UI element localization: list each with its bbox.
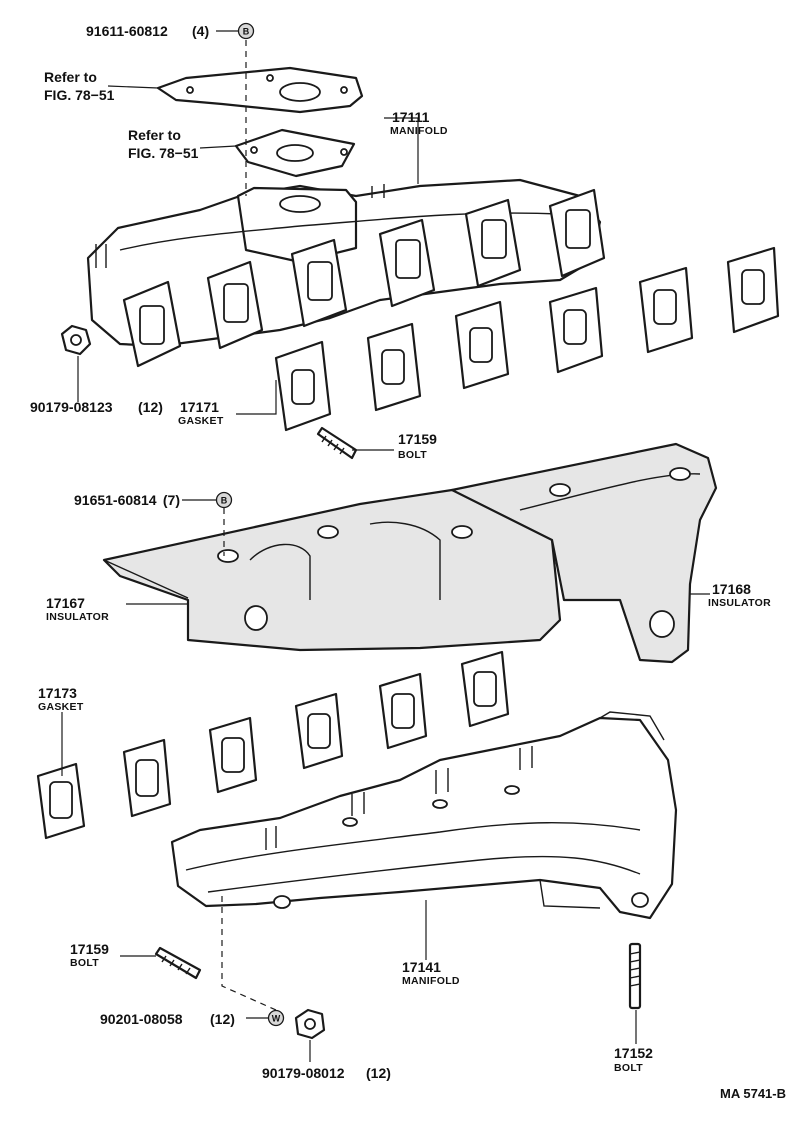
callout-stud-lower: 17159 BOLT xyxy=(70,941,109,969)
stud-bolt-upper xyxy=(316,426,358,460)
symbol-w-washer: W xyxy=(267,1009,285,1027)
svg-text:Refer to: Refer to xyxy=(128,127,181,143)
svg-text:W: W xyxy=(272,1014,281,1024)
heat-insulator-left xyxy=(102,488,562,652)
callout-gasket-exhaust: 17173 GASKET xyxy=(38,685,84,713)
svg-text:17159: 17159 xyxy=(70,941,109,957)
svg-text:B: B xyxy=(243,27,250,37)
svg-text:17152: 17152 xyxy=(614,1045,653,1061)
heat-insulator-right xyxy=(450,442,718,664)
intake-runner-flanges xyxy=(122,188,606,368)
svg-text:90201-08058: 90201-08058 xyxy=(100,1011,183,1027)
svg-text:91651-60814: 91651-60814 xyxy=(74,492,157,508)
svg-text:BOLT: BOLT xyxy=(398,449,427,461)
svg-text:BOLT: BOLT xyxy=(614,1062,643,1074)
svg-text:Refer to: Refer to xyxy=(44,69,97,85)
svg-text:FIG. 78−51: FIG. 78−51 xyxy=(128,145,199,161)
stud-bolt-exhaust xyxy=(628,942,642,1010)
svg-text:MANIFOLD: MANIFOLD xyxy=(390,125,448,137)
callout-nut-left: 90179-08123 (12) xyxy=(30,399,163,415)
callout-insulator-right: 17168 INSULATOR xyxy=(708,581,771,609)
callout-refer-1: Refer to FIG. 78−51 xyxy=(44,69,115,103)
svg-text:91611-60812: 91611-60812 xyxy=(86,23,168,39)
svg-text:17168: 17168 xyxy=(712,581,751,597)
symbol-b-top: B xyxy=(237,22,255,40)
figure-code: MA 5741-B xyxy=(720,1086,786,1101)
svg-text:GASKET: GASKET xyxy=(178,415,224,427)
svg-text:(12): (12) xyxy=(366,1065,391,1081)
callout-bolt-insulator: 91651-60814 (7) xyxy=(74,492,180,508)
svg-text:(12): (12) xyxy=(138,399,163,415)
callout-exhaust-manifold: 17141 MANIFOLD xyxy=(402,959,460,987)
callout-gasket-intake: 17171 GASKET xyxy=(178,399,224,427)
svg-text:17111: 17111 xyxy=(392,109,430,125)
flange-nut-left xyxy=(60,324,92,356)
callout-washer: 90201-08058 (12) xyxy=(100,1011,235,1027)
svg-text:17167: 17167 xyxy=(46,595,85,611)
svg-text:BOLT: BOLT xyxy=(70,957,99,969)
svg-text:(7): (7) xyxy=(163,492,180,508)
callout-intake-manifold: 17111 MANIFOLD xyxy=(390,109,448,137)
svg-text:B: B xyxy=(221,496,228,506)
exhaust-gaskets xyxy=(36,650,510,840)
svg-text:GASKET: GASKET xyxy=(38,701,84,713)
lower-flange-gasket xyxy=(234,128,356,178)
svg-text:90179-08012: 90179-08012 xyxy=(262,1065,345,1081)
svg-text:(4): (4) xyxy=(192,23,209,39)
flange-nut-bottom xyxy=(294,1008,326,1040)
stud-bolt-lower xyxy=(154,946,202,980)
svg-text:(12): (12) xyxy=(210,1011,235,1027)
exhaust-manifold xyxy=(170,711,678,920)
symbol-b-insulator: B xyxy=(215,491,233,509)
callout-refer-2: Refer to FIG. 78−51 xyxy=(128,127,199,161)
svg-text:90179-08123: 90179-08123 xyxy=(30,399,113,415)
callout-insulator-left: 17167 INSULATOR xyxy=(46,595,109,623)
svg-text:17171: 17171 xyxy=(180,399,219,415)
leader-lines xyxy=(61,30,710,1062)
svg-text:MANIFOLD: MANIFOLD xyxy=(402,975,460,987)
svg-text:INSULATOR: INSULATOR xyxy=(708,597,771,609)
callout-stud-upper: 17159 BOLT xyxy=(398,431,437,461)
svg-text:17159: 17159 xyxy=(398,431,437,447)
intake-manifold xyxy=(86,178,606,368)
callout-nut-bottom: 90179-08012 (12) xyxy=(262,1065,391,1081)
upper-flange-gasket xyxy=(156,66,364,114)
intake-gaskets xyxy=(274,246,780,432)
callout-stud-exhaust: 17152 BOLT xyxy=(614,1045,653,1074)
svg-text:17173: 17173 xyxy=(38,685,77,701)
callout-bolt-top: 91611-60812 (4) xyxy=(86,23,209,39)
svg-text:17141: 17141 xyxy=(402,959,441,975)
svg-text:FIG. 78−51: FIG. 78−51 xyxy=(44,87,115,103)
svg-text:INSULATOR: INSULATOR xyxy=(46,611,109,623)
